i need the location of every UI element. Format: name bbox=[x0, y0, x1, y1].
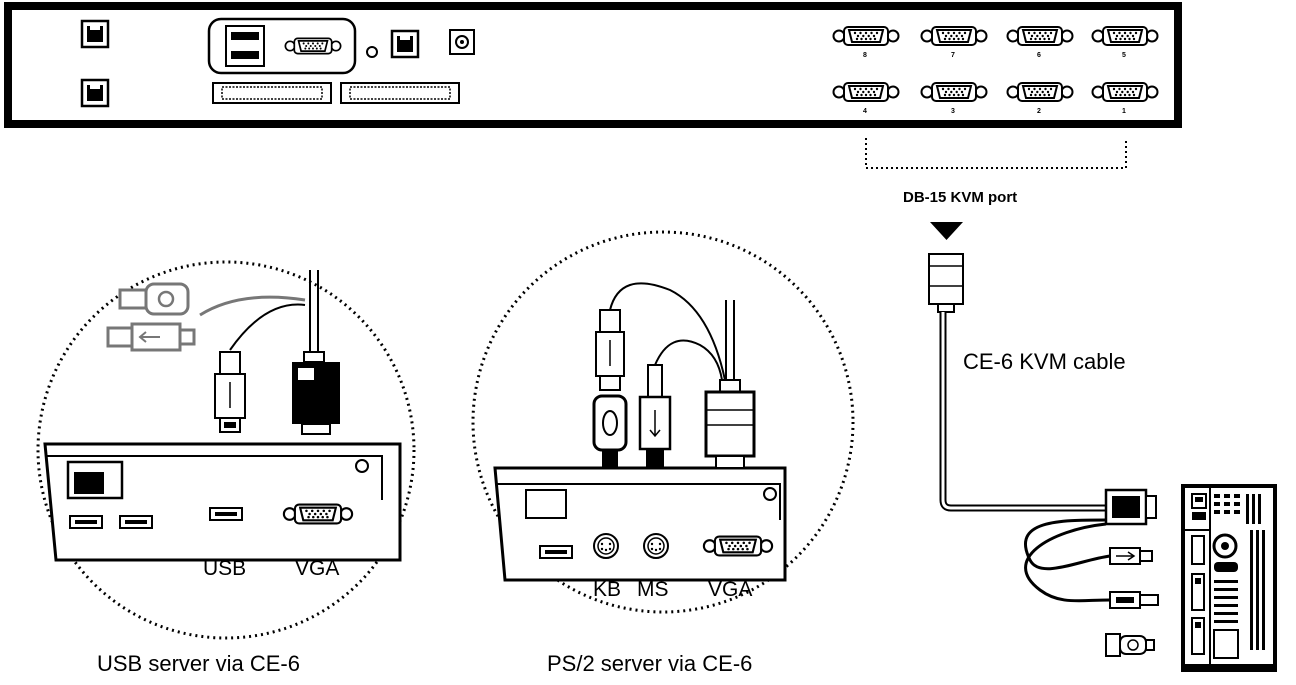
port-number: 4 bbox=[863, 108, 867, 115]
db15-port-icon bbox=[832, 26, 900, 46]
kvm-port-label: DB-15 KVM port bbox=[903, 189, 1018, 206]
usb-server-detail bbox=[36, 260, 416, 640]
db15-port-icon bbox=[920, 26, 988, 46]
usb-server-caption: USB server via CE-6 bbox=[97, 651, 300, 676]
port-number: 5 bbox=[1122, 52, 1126, 59]
usb-plug-icon bbox=[1109, 591, 1159, 609]
port-number: 1 bbox=[1122, 108, 1126, 115]
vga-port-icon bbox=[702, 535, 774, 557]
port-group-bracket bbox=[865, 138, 1127, 169]
ce6-cable bbox=[928, 253, 1159, 657]
rj45-port-icon bbox=[80, 78, 110, 108]
usb-plug-icon bbox=[1109, 547, 1153, 565]
vga-port-label: VGA bbox=[708, 578, 753, 601]
ps2-port-icon bbox=[593, 533, 619, 559]
ms-port-label: MS bbox=[637, 578, 669, 601]
vga-port-icon bbox=[284, 37, 342, 55]
vga-plug-icon bbox=[704, 379, 756, 469]
cable-label: CE-6 KVM cable bbox=[963, 349, 1126, 374]
usb-port-icon bbox=[119, 515, 153, 529]
port-number: 8 bbox=[863, 52, 867, 59]
rj45-port-icon bbox=[390, 29, 420, 59]
db15-port-icon bbox=[1091, 82, 1159, 102]
kb-port-label: KB bbox=[593, 578, 622, 601]
usb-plug-icon bbox=[118, 282, 190, 316]
scsi-connector-icon bbox=[212, 82, 332, 104]
computer-tower-icon bbox=[1181, 484, 1277, 672]
ps2-plug-icon bbox=[1105, 633, 1155, 657]
db15-port-icon bbox=[1006, 26, 1074, 46]
port-number: 7 bbox=[951, 52, 955, 59]
usb-port-label: USB bbox=[203, 557, 247, 580]
port-number: 3 bbox=[951, 108, 955, 115]
scsi-connector-icon bbox=[340, 82, 460, 104]
vga-plug-icon bbox=[292, 351, 340, 435]
vga-plug-icon bbox=[1104, 488, 1157, 526]
db15-port-icon bbox=[920, 82, 988, 102]
vga-port-label: VGA bbox=[295, 557, 340, 580]
usb-port-icon bbox=[69, 515, 103, 529]
db15-port-icon bbox=[1091, 26, 1159, 46]
ps2-port-icon bbox=[643, 533, 669, 559]
ps2-plug-icon bbox=[592, 394, 628, 468]
usb-plug-icon bbox=[595, 309, 625, 391]
arrow-down-icon bbox=[930, 222, 963, 240]
ps2-plug-icon bbox=[638, 364, 672, 467]
kvm-switch-panel bbox=[4, 2, 1182, 128]
vga-plug-icon bbox=[928, 253, 964, 313]
port-number: 2 bbox=[1037, 108, 1041, 115]
port-number: 6 bbox=[1037, 52, 1041, 59]
db15-port-icon bbox=[1006, 82, 1074, 102]
usb-port-icon bbox=[209, 507, 243, 521]
db15-port-icon bbox=[832, 82, 900, 102]
power-jack-icon bbox=[449, 29, 475, 55]
ps2-plug-icon bbox=[106, 322, 196, 352]
usb-plug-icon bbox=[214, 351, 246, 433]
ps2-server-caption: PS/2 server via CE-6 bbox=[547, 651, 753, 676]
audio-jack-icon bbox=[366, 46, 378, 58]
usb-port-icon bbox=[539, 545, 573, 559]
usb-port-icon bbox=[225, 25, 265, 67]
ps2-server-detail bbox=[471, 230, 855, 614]
rj45-port-icon bbox=[80, 19, 110, 49]
vga-port-icon bbox=[282, 503, 354, 525]
